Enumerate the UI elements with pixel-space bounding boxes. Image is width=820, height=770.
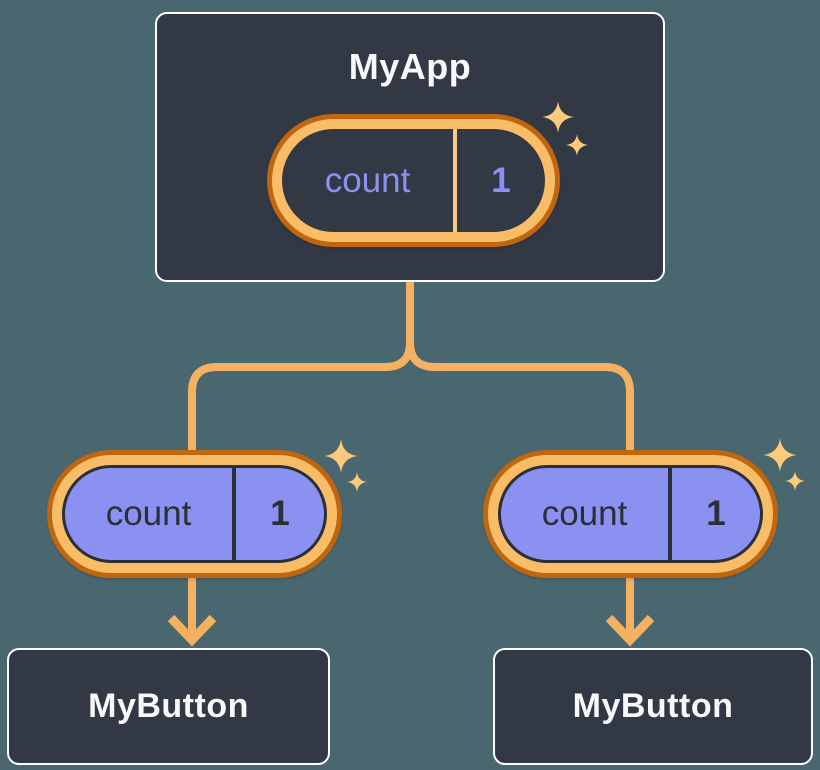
- prop-pill-body: count 1: [498, 465, 763, 563]
- component-title: MyApp: [348, 46, 472, 87]
- component-title: MyButton: [572, 687, 734, 725]
- arrowhead-left-icon: [167, 614, 217, 647]
- component-node-mybutton-right: MyButton: [493, 648, 813, 765]
- prop-pill-body: count 1: [62, 465, 327, 563]
- pill-divider: [232, 468, 236, 560]
- component-node-mybutton-left: MyButton: [7, 648, 330, 765]
- state-value: 1: [491, 160, 511, 200]
- state-name-label: count: [324, 160, 411, 200]
- sparkle-icon: [763, 438, 797, 472]
- connector-root-to-right-pill: [406, 282, 634, 455]
- component-node-myapp: MyApp count 1: [155, 12, 665, 282]
- component-title: MyButton: [88, 687, 249, 725]
- state-pill-body: count 1: [282, 129, 545, 232]
- pill-divider: [668, 468, 672, 560]
- arrowhead-right-icon: [605, 614, 655, 647]
- connector-root-to-left-pill: [188, 282, 414, 455]
- sparkle-icon: [347, 472, 367, 492]
- prop-pill-left: count 1: [47, 450, 342, 578]
- state-pill: count 1: [267, 114, 560, 247]
- prop-value: 1: [270, 494, 290, 533]
- prop-name-label: count: [105, 494, 192, 533]
- sparkle-icon: [324, 439, 358, 473]
- pill-divider: [453, 129, 457, 232]
- prop-pill-right: count 1: [483, 450, 778, 578]
- prop-value: 1: [706, 494, 726, 533]
- sparkle-icon: [785, 471, 805, 491]
- prop-name-label: count: [541, 494, 628, 533]
